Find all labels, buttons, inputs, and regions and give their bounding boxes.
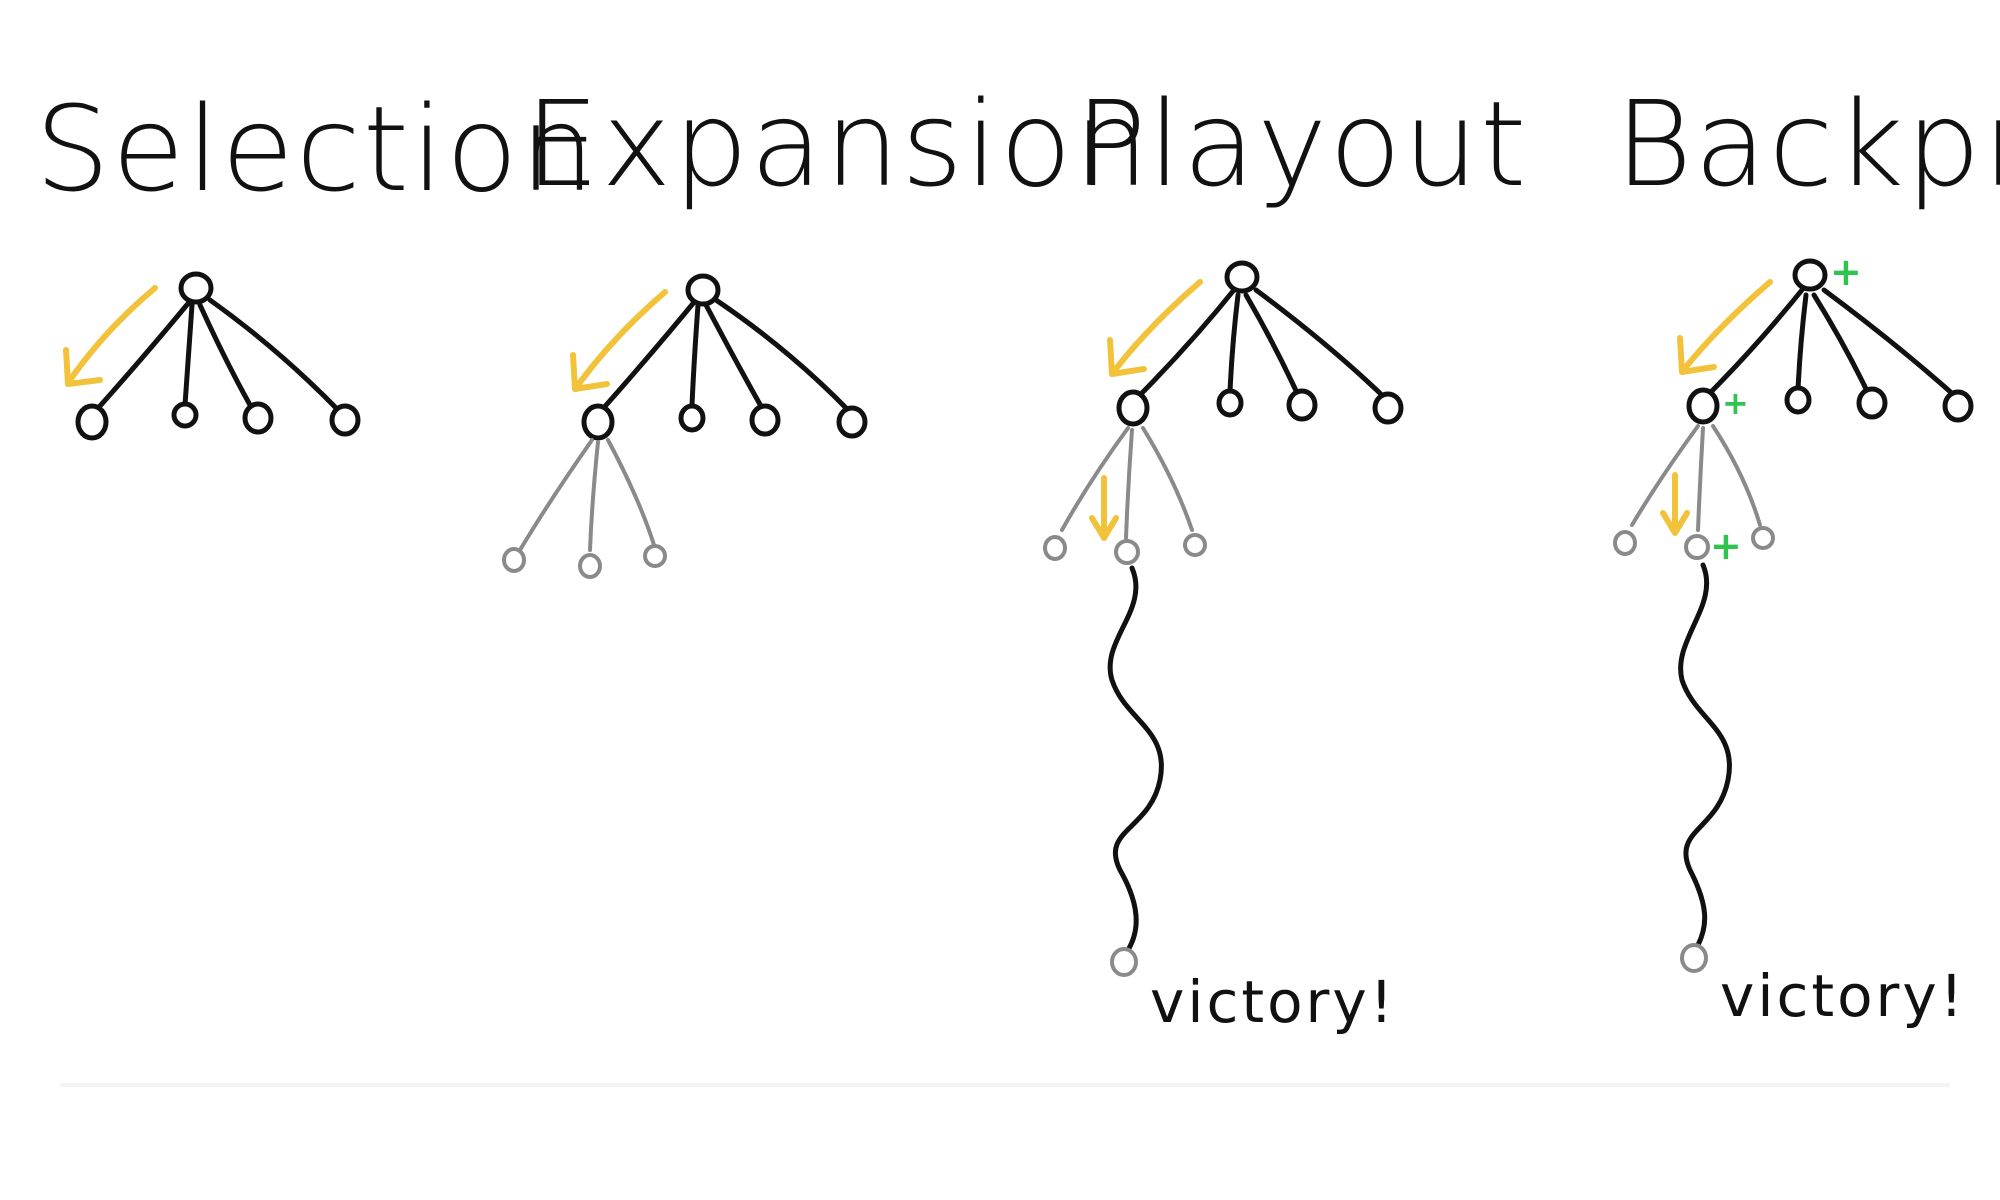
backprop-terminal-node (1680, 943, 1708, 973)
playout-root-node (1224, 260, 1260, 294)
playout-panel: Playout victory! (1043, 75, 1528, 1036)
playout-tree (1116, 260, 1404, 427)
playout-new-node (1043, 535, 1067, 561)
backprop-tree (1686, 258, 1974, 425)
playout-rollout-start-node (1114, 539, 1140, 565)
backprop-new-children (1613, 424, 1775, 560)
backprop-panel: Backprop victory! (1613, 75, 2000, 1030)
increment-plus-icon: + (1722, 384, 1749, 422)
playout-new-children (1043, 426, 1207, 565)
selection-child-node (171, 401, 199, 429)
backprop-rollout-squiggle (1678, 562, 1732, 948)
playout-terminal-node (1110, 947, 1138, 977)
playout-new-node (1183, 533, 1207, 557)
playout-child-node (1372, 391, 1404, 425)
expansion-child-node (749, 403, 781, 437)
expansion-new-children (502, 438, 667, 579)
expansion-path-arrow (570, 289, 668, 392)
expansion-new-node (578, 553, 602, 579)
expansion-new-node (502, 547, 526, 573)
expansion-new-node (643, 544, 667, 568)
increment-plus-icon: + (1830, 250, 1862, 294)
expansion-panel: Expansion (502, 75, 1151, 579)
backprop-child-node (1856, 386, 1888, 420)
selection-child-node (242, 401, 274, 435)
playout-title: Playout (1075, 75, 1528, 213)
playout-child-node (1286, 388, 1318, 422)
playout-path-arrow (1089, 279, 1203, 541)
backprop-new-node (1613, 530, 1637, 556)
backprop-outcome: victory! (1720, 962, 1966, 1030)
selection-panel: Selection (35, 80, 597, 441)
backprop-child-node (1784, 385, 1812, 415)
selection-path-arrow (63, 285, 158, 387)
playout-outcome: victory! (1150, 968, 1396, 1036)
backprop-new-node (1751, 526, 1775, 550)
expansion-root-node (685, 273, 721, 307)
expansion-title: Expansion (525, 75, 1151, 213)
backprop-child-node (1942, 389, 1974, 423)
backprop-selected-node (1686, 387, 1720, 425)
selection-tree (75, 271, 361, 441)
selection-title: Selection (35, 80, 597, 218)
expansion-child-node (836, 405, 868, 439)
selection-child-node (75, 403, 109, 441)
backprop-root-node (1792, 258, 1828, 292)
expansion-selected-node (581, 403, 615, 441)
playout-selected-node (1116, 389, 1150, 427)
backprop-increments: + + + (1710, 250, 1862, 568)
selection-root-node (178, 271, 214, 305)
expansion-tree (581, 273, 868, 441)
playout-child-node (1216, 388, 1244, 418)
selection-child-node (329, 403, 361, 437)
backprop-rollout-start-node (1684, 534, 1710, 560)
increment-plus-icon: + (1710, 524, 1742, 568)
playout-rollout-squiggle (1107, 565, 1164, 953)
backprop-title: Backprop (1615, 75, 2000, 213)
backprop-path-arrow (1660, 279, 1773, 536)
expansion-child-node (678, 403, 706, 433)
